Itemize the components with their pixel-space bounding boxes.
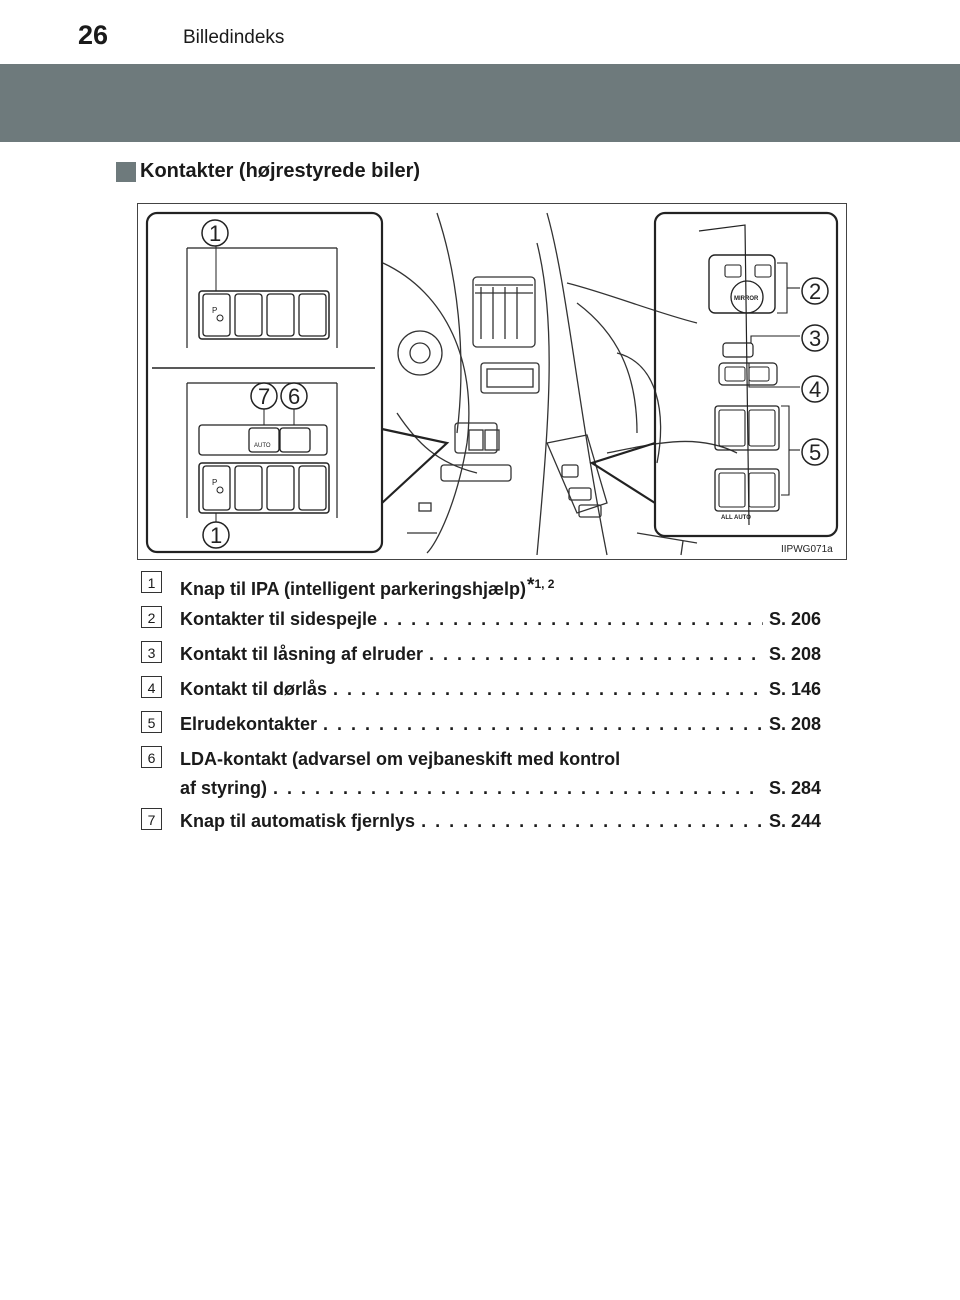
list-item: 1 Knap til IPA (intelligent parkeringshj…: [141, 568, 821, 603]
chapter-title: Billedindeks: [183, 27, 285, 48]
item-text: Knap til IPA (intelligent parkeringshjæl…: [180, 570, 821, 604]
callout-1-bottom: 1: [210, 523, 222, 548]
item-number-box: 6: [141, 746, 162, 768]
item-label: Kontakt til låsning af elruder: [180, 644, 424, 664]
callout-2-icon: [801, 277, 829, 305]
callout-6-icon: [280, 382, 308, 410]
page-ref-link[interactable]: S. 208: [768, 714, 821, 734]
callout-5: 5: [809, 440, 821, 465]
section-title: Kontakter (højrestyrede biler): [140, 160, 421, 182]
svg-text:ALL AUTO: ALL AUTO: [721, 515, 751, 521]
page-number: 26: [78, 20, 109, 50]
leader-dots: [323, 710, 763, 739]
item-text: Knap til automatisk fjernlys S. 244: [180, 807, 821, 836]
item-number-box: 3: [141, 641, 162, 663]
figure-code: IIPWG071a: [781, 544, 833, 555]
left-inset-panel: P AUTO P: [145, 211, 450, 554]
callout-7-icon: [250, 382, 278, 410]
switch-illustration: P AUTO P: [137, 203, 847, 560]
callout-4-icon: [801, 375, 829, 403]
leader-dots: [273, 774, 763, 803]
callout-4: 4: [809, 377, 821, 402]
callout-1-bottom-icon: [202, 521, 230, 549]
header-bar: [0, 64, 960, 142]
item-label-line1: LDA-kontakt (advarsel om vejbaneskift me…: [180, 749, 621, 769]
callout-5-icon: [801, 438, 829, 466]
item-label: Kontakter til sidespejle: [180, 609, 378, 629]
svg-text:AUTO: AUTO: [254, 443, 271, 449]
item-label: Elrudekontakter: [180, 714, 318, 734]
list-item: 5 Elrudekontakter S. 208: [141, 708, 821, 743]
callout-7: 7: [258, 384, 270, 409]
right-inset-panel: MIRROR ALL AUTO: [589, 211, 839, 538]
list-item: 4 Kontakt til dørlås S. 146: [141, 673, 821, 708]
svg-text:MIRROR: MIRROR: [734, 296, 759, 302]
item-number-box: 5: [141, 711, 162, 733]
item-number-box: 4: [141, 676, 162, 698]
callout-6: 6: [288, 384, 300, 409]
callout-2: 2: [809, 279, 821, 304]
leader-dots: [429, 640, 763, 669]
leader-dots: [333, 675, 763, 704]
callout-3: 3: [809, 326, 821, 351]
section-heading: Kontakter (højrestyrede biler): [116, 160, 420, 183]
item-label: Kontakt til dørlås: [180, 679, 328, 699]
page-ref-link[interactable]: S. 206: [768, 609, 821, 629]
item-label: Knap til automatisk fjernlys: [180, 811, 416, 831]
item-label-line2: af styring): [180, 778, 268, 798]
list-item: 2 Kontakter til sidespejle S. 206: [141, 603, 821, 638]
list-item: 6 LDA-kontakt (advarsel om vejbaneskift …: [141, 743, 821, 805]
leader-dots: [383, 605, 763, 634]
footnote-ref: 1, 2: [534, 577, 555, 591]
list-item: 7 Knap til automatisk fjernlys S. 244: [141, 805, 821, 840]
item-text: Kontakt til dørlås S. 146: [180, 675, 821, 704]
callout-1-top-icon: [201, 219, 229, 247]
item-text: Kontakter til sidespejle S. 206: [180, 605, 821, 634]
item-label-line2-row: af styring) S. 284: [180, 774, 821, 803]
item-text: LDA-kontakt (advarsel om vejbaneskift me…: [180, 745, 821, 803]
page-ref-link[interactable]: S. 284: [768, 778, 821, 798]
item-number-box: 2: [141, 606, 162, 628]
footnote-star-icon: *: [527, 575, 535, 596]
page-ref-link[interactable]: S. 244: [768, 811, 821, 831]
callouts: 1 7 6 1 2 3 4 5: [201, 219, 829, 549]
item-number-box: 1: [141, 571, 162, 593]
callout-3-icon: [801, 324, 829, 352]
page-ref-link[interactable]: S. 208: [768, 644, 821, 664]
item-number-box: 7: [141, 808, 162, 830]
svg-text:P: P: [212, 478, 217, 487]
list-item: 3 Kontakt til låsning af elruder S. 208: [141, 638, 821, 673]
item-text: Kontakt til låsning af elruder S. 208: [180, 640, 821, 669]
leader-dots: [421, 807, 763, 836]
page-ref-link[interactable]: S. 146: [768, 679, 821, 699]
svg-text:P: P: [212, 306, 217, 315]
item-list: 1 Knap til IPA (intelligent parkeringshj…: [141, 568, 821, 840]
item-label: Knap til IPA (intelligent parkeringshjæl…: [180, 579, 527, 599]
section-square-icon: [116, 161, 136, 182]
dashboard-drawing: [382, 212, 738, 556]
item-text: Elrudekontakter S. 208: [180, 710, 821, 739]
callout-1-top: 1: [209, 221, 221, 246]
